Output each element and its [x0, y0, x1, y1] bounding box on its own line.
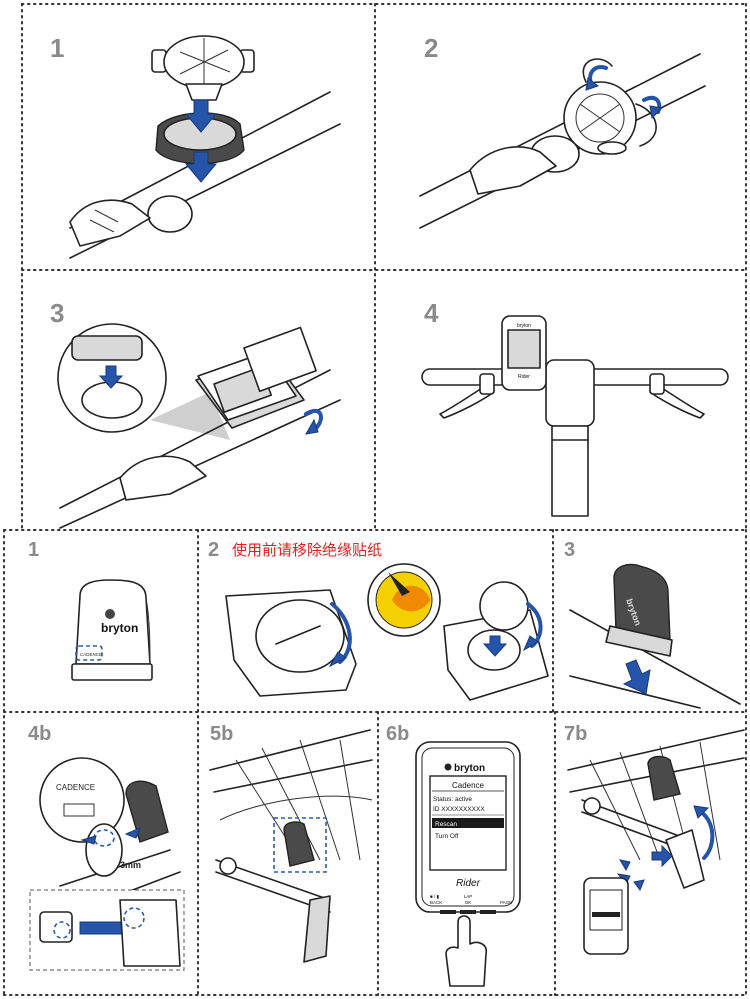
cadence-callout-label: CADENCE: [56, 783, 95, 792]
screen-title: Cadence: [452, 781, 485, 790]
panel-sensor-step-5b: 5b: [209, 723, 373, 963]
device-model: Rider: [518, 374, 530, 380]
ok-button-label: OK: [465, 900, 472, 905]
pointing-hand-icon: [445, 915, 488, 987]
panel-number: 3: [50, 298, 64, 328]
device-brand: bryton: [454, 763, 485, 774]
screen-status: Status: active: [433, 796, 472, 803]
panel-number: 6b: [386, 723, 409, 745]
panel-mount-step-1: 1: [50, 33, 341, 259]
panel-number: 2: [424, 33, 438, 63]
back-button[interactable]: [440, 910, 456, 914]
panel-mount-step-4: 4 bryton Rider: [421, 298, 729, 517]
panel-mount-step-2: 2: [419, 33, 706, 229]
panel-sensor-step-2: 2 使用前请移除绝缘贴纸: [208, 539, 549, 701]
menu-item-turn-off[interactable]: Turn Off: [435, 833, 459, 840]
menu-item-rescan-label: Rescan: [435, 821, 457, 828]
gap-label: 3mm: [120, 860, 141, 870]
ok-button[interactable]: [460, 910, 476, 914]
panel-sensor-step-4b: 4b CADENCE 3mm: [28, 723, 185, 971]
page-button[interactable]: [480, 910, 496, 914]
sensor-label: CADENCE: [80, 652, 102, 657]
back-button-label: BACK: [430, 900, 442, 905]
sensor-brand: bryton: [101, 621, 138, 635]
panel-number: 3: [564, 539, 575, 561]
panel-sensor-step-3: 3 bryton: [564, 539, 741, 709]
device-model: Rider: [456, 878, 481, 889]
panel-number: 2: [208, 539, 219, 561]
panel-mount-step-3: 3: [50, 298, 341, 529]
device-brand: bryton: [517, 323, 531, 329]
back-button-top-label: ■ / ▮: [430, 894, 439, 899]
panel-number: 7b: [564, 723, 587, 745]
screen-sensor-id: ID XXXXXXXXXX: [433, 806, 485, 813]
remove-sticker-caption: 使用前请移除绝缘贴纸: [232, 541, 382, 559]
panel-number: 4b: [28, 723, 51, 745]
panel-sensor-step-6b: 6b bryton Cadence Status: active ID XXXX…: [386, 723, 521, 987]
page-button-label: PAGE: [500, 900, 512, 905]
panel-number: 5b: [210, 723, 233, 745]
panel-grid: [3, 3, 747, 996]
panel-number: 1: [50, 33, 64, 63]
panel-number: 4: [424, 298, 439, 328]
panel-number: 1: [28, 539, 39, 561]
ok-button-top-label: LAP: [464, 894, 473, 899]
panel-sensor-step-1: 1 bryton CADENCE: [28, 539, 153, 681]
menu-item-selected[interactable]: [432, 818, 504, 828]
panel-sensor-step-7b: 7b: [564, 723, 745, 955]
